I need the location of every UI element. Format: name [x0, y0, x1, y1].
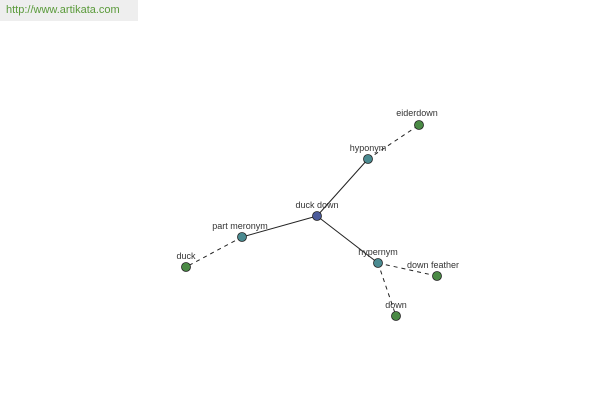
- node-center-dot[interactable]: [312, 211, 322, 221]
- node-part-meronym-label[interactable]: part meronym: [212, 221, 268, 231]
- edge-center-to-hypernym: [316, 215, 379, 264]
- edge-hyponym-to-eiderdown: [367, 124, 420, 160]
- node-part-meronym[interactable]: part meronym: [212, 221, 268, 242]
- node-down[interactable]: down: [385, 300, 407, 321]
- node-duck[interactable]: duck: [176, 251, 196, 272]
- node-hyponym-label[interactable]: hyponym: [350, 143, 387, 153]
- edge-center-to-hyponym: [316, 158, 369, 217]
- node-down-feather-label[interactable]: down feather: [407, 260, 459, 270]
- site-url[interactable]: http://www.artikata.com: [0, 0, 138, 21]
- node-hyponym[interactable]: hyponym: [350, 143, 387, 164]
- node-down-label[interactable]: down: [385, 300, 407, 310]
- node-eiderdown-label[interactable]: eiderdown: [396, 108, 438, 118]
- node-down-feather-dot[interactable]: [432, 271, 442, 281]
- node-center-label[interactable]: duck down: [295, 200, 338, 210]
- node-eiderdown[interactable]: eiderdown: [396, 108, 438, 130]
- node-duck-dot[interactable]: [181, 262, 191, 272]
- node-down-feather[interactable]: down feather: [407, 260, 459, 281]
- node-part-meronym-dot[interactable]: [237, 232, 247, 242]
- edge-hypernym-to-down: [377, 262, 397, 317]
- node-down-dot[interactable]: [391, 311, 401, 321]
- edge-center-to-part-meronym: [241, 215, 318, 238]
- edge-part-meronym-to-duck: [185, 236, 243, 268]
- edges-layer: [185, 124, 438, 317]
- node-hypernym[interactable]: hypernym: [358, 247, 398, 268]
- node-hypernym-label[interactable]: hypernym: [358, 247, 398, 257]
- node-hyponym-dot[interactable]: [363, 154, 373, 164]
- node-eiderdown-dot[interactable]: [414, 120, 424, 130]
- nodes-layer: duck down hyponym part meronym hypernym eide…: [176, 108, 459, 321]
- node-center[interactable]: duck down: [295, 200, 339, 221]
- node-hypernym-dot[interactable]: [373, 258, 383, 268]
- edge-hypernym-to-down-feather: [377, 262, 438, 277]
- node-duck-label[interactable]: duck: [176, 251, 196, 261]
